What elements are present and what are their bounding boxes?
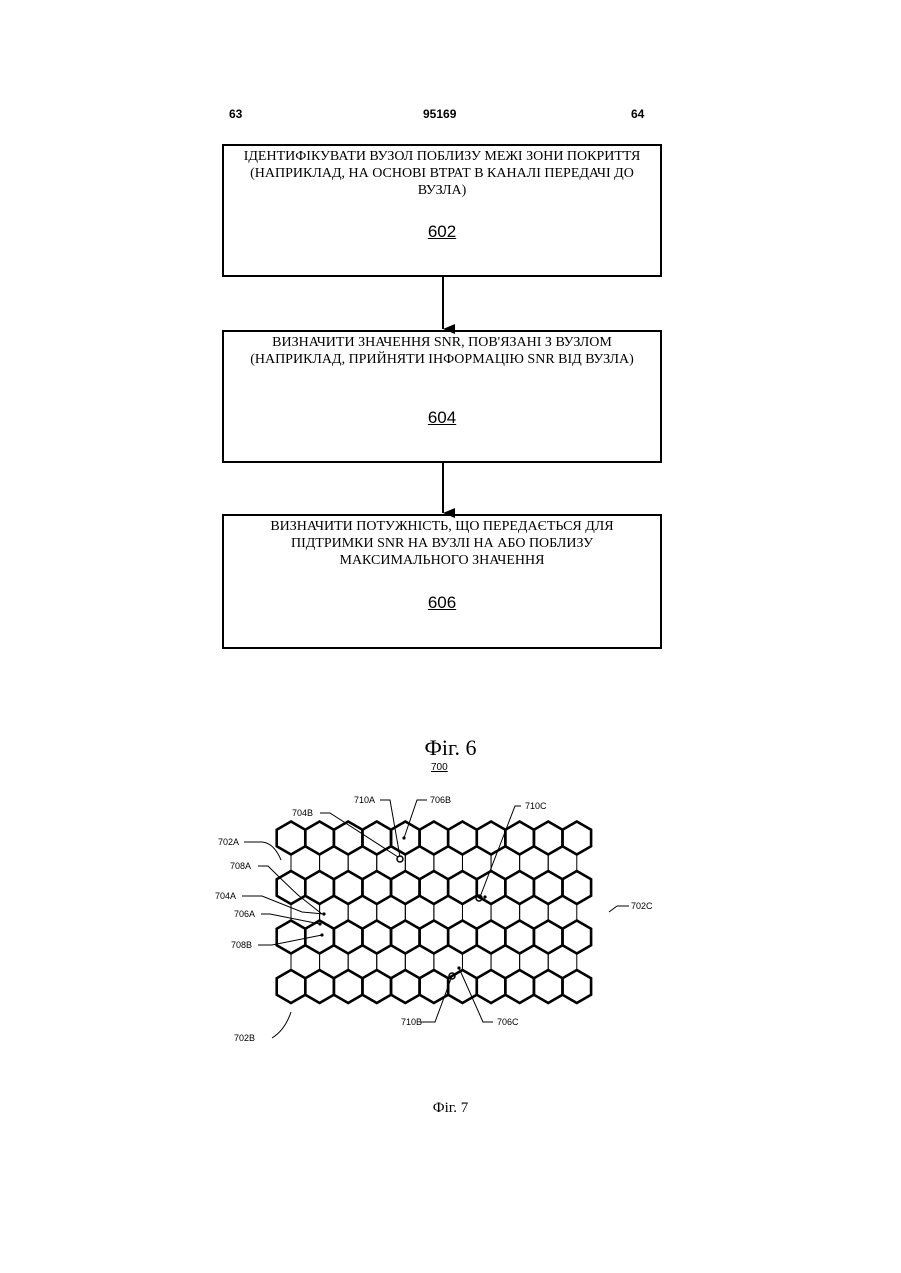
label-706B: 706B — [430, 795, 451, 805]
node-708B-dot — [320, 933, 323, 936]
cluster-boundary-cell — [477, 970, 506, 1003]
fig7-caption: Фіг. 7 — [0, 1100, 901, 1117]
cluster-boundary-cell — [362, 871, 391, 904]
label-702B: 702B — [234, 1033, 255, 1043]
label-702A: 702A — [218, 837, 239, 847]
cluster-boundary-cell — [277, 871, 306, 904]
cluster-boundary-cell — [505, 921, 534, 954]
cluster-boundary-cell — [362, 921, 391, 954]
cluster-boundary-cell — [563, 921, 592, 954]
cluster-boundary-cell — [505, 871, 534, 904]
label-710A: 710A — [354, 795, 375, 805]
label-710C: 710C — [525, 801, 547, 811]
node-706A-dot — [318, 922, 321, 925]
cluster-boundary-cell — [420, 822, 449, 855]
cluster-boundary-cell — [563, 970, 592, 1003]
cluster-boundary-cell — [362, 970, 391, 1003]
cluster-boundary-cell — [277, 970, 306, 1003]
cluster-boundary-cell — [477, 921, 506, 954]
node-markers — [318, 836, 486, 979]
cluster-boundary-cell — [448, 822, 477, 855]
node-706B-dot — [402, 836, 405, 839]
cluster-boundary-cell — [305, 871, 334, 904]
node-704A-dot — [322, 912, 325, 915]
hex-grid — [277, 822, 591, 1004]
cluster-boundary-cell — [334, 921, 363, 954]
cluster-boundary-cell — [420, 871, 449, 904]
cluster-boundary-cell — [391, 921, 420, 954]
cluster-boundary-cell — [448, 871, 477, 904]
cluster-boundary-cell — [563, 871, 592, 904]
label-710B: 710B — [401, 1017, 422, 1027]
label-706A: 706A — [234, 909, 255, 919]
cluster-boundary-cell — [305, 970, 334, 1003]
cluster-boundary-cell — [391, 970, 420, 1003]
label-708A: 708A — [230, 861, 251, 871]
cluster-boundary-cell — [420, 921, 449, 954]
node-710C-dot — [483, 895, 486, 898]
cluster-boundary-cell — [334, 970, 363, 1003]
cluster-boundary-cell — [277, 921, 306, 954]
cluster-boundary-cell — [505, 970, 534, 1003]
label-704A: 704A — [215, 891, 236, 901]
cluster-boundary-cell — [305, 822, 334, 855]
cluster-boundary-cell — [391, 871, 420, 904]
cluster-boundary-cell — [534, 970, 563, 1003]
cluster-boundary-cell — [334, 822, 363, 855]
label-708B: 708B — [231, 940, 252, 950]
cluster-boundary-cell — [448, 921, 477, 954]
cluster-boundary-cell — [477, 822, 506, 855]
label-704B: 704B — [292, 808, 313, 818]
cluster-boundary-cell — [277, 822, 306, 855]
cluster-boundary-cell — [534, 921, 563, 954]
cluster-boundary-cell — [534, 871, 563, 904]
label-706C: 706C — [497, 1017, 519, 1027]
cluster-boundary-cell — [563, 822, 592, 855]
cluster-boundary-cell — [534, 822, 563, 855]
node-706C-dot — [457, 966, 460, 969]
label-702C: 702C — [631, 901, 653, 911]
cluster-boundary-cell — [505, 822, 534, 855]
cluster-boundary-cell — [334, 871, 363, 904]
